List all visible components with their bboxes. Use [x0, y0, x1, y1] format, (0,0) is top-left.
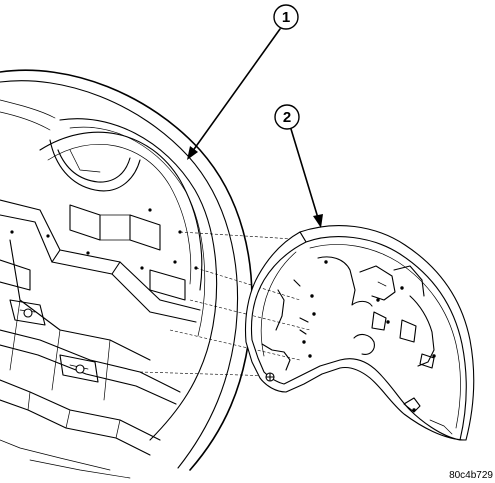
callout-2-label: 2	[283, 109, 291, 126]
callout-2-circle	[274, 104, 300, 130]
vehicle-wheelhouse-illustration	[0, 69, 253, 479]
callout-1: 1	[187, 4, 299, 160]
callout-2: 2	[274, 104, 323, 228]
figure-reference-code: 80c4b729	[449, 470, 493, 481]
fastener-clip	[265, 372, 275, 382]
callout-1-circle	[273, 4, 299, 30]
callout-1-label: 1	[282, 9, 290, 26]
splash-shield-illustration	[245, 225, 475, 441]
